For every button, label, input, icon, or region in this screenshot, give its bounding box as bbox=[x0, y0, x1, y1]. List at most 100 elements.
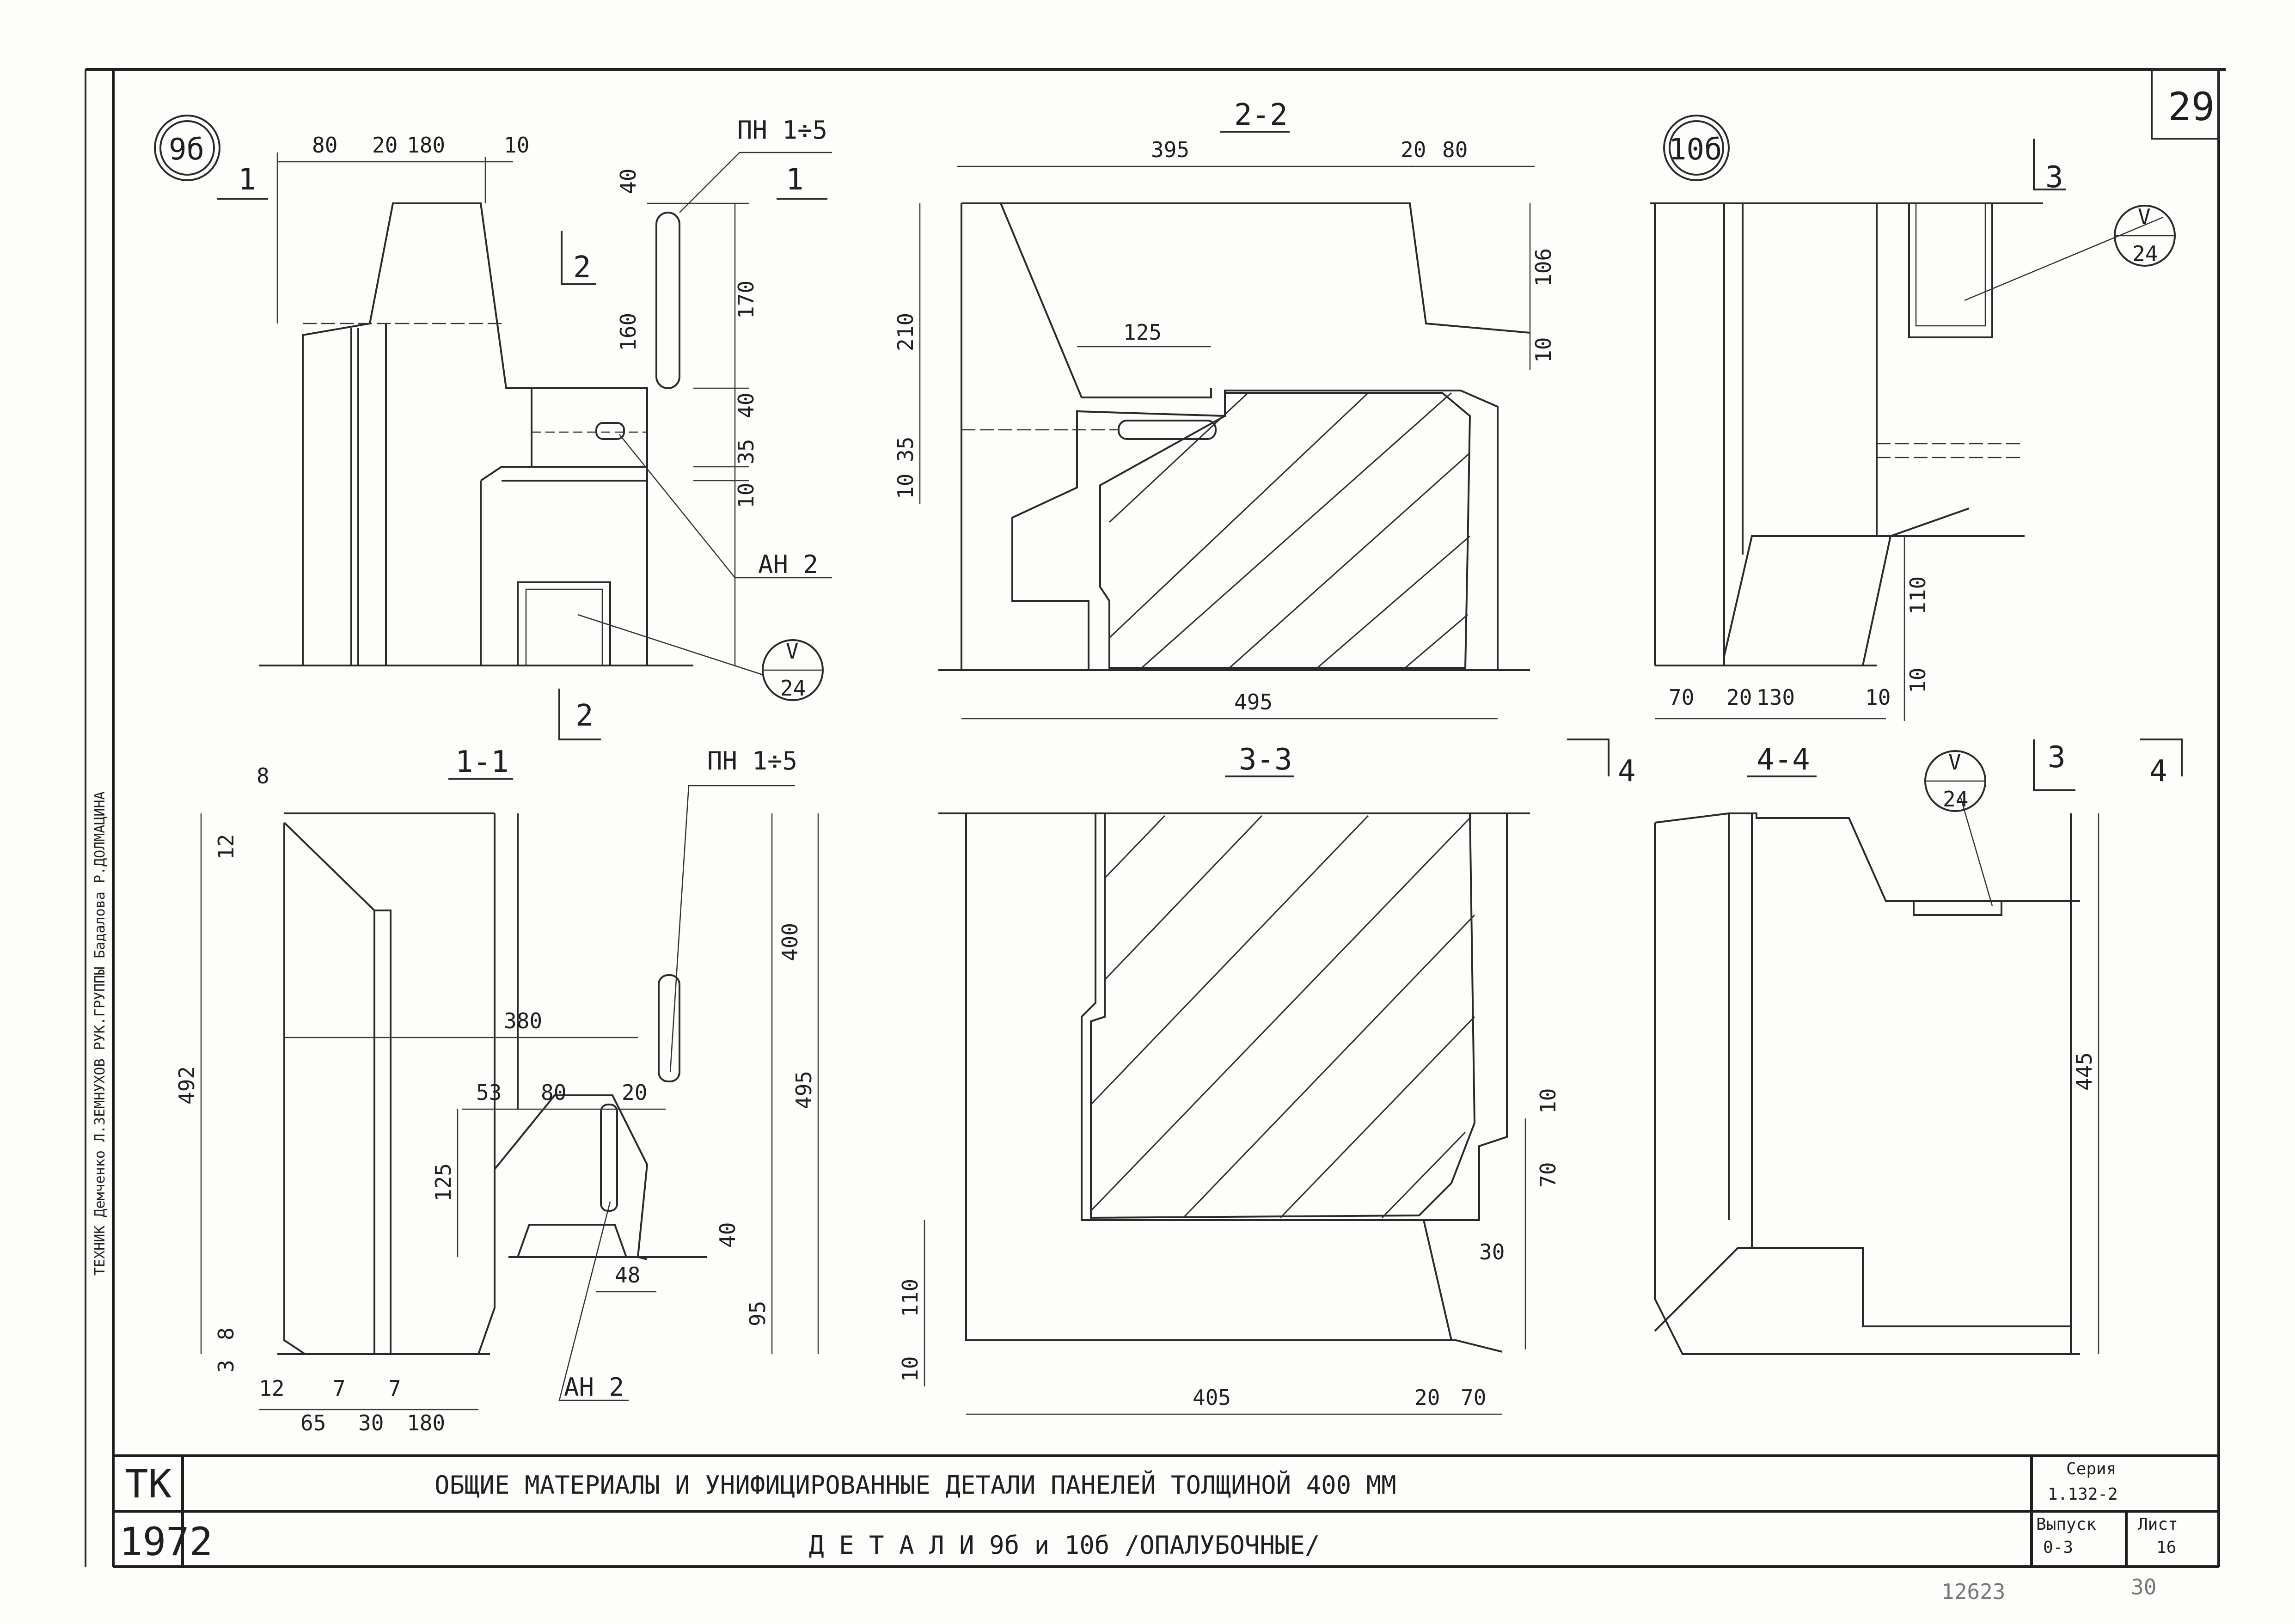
section-4-4: 4-4 445 V 24 3 4 bbox=[1654, 739, 2183, 1355]
section-4-4-title: 4-4 bbox=[1756, 743, 1810, 777]
dimension-label: 110 bbox=[898, 1279, 923, 1317]
dimension-label: 7 bbox=[388, 1376, 401, 1401]
reference-callout-text: V bbox=[786, 639, 799, 664]
detail-10b-elevation: 10б 70 20 130 10 110 10 3 V 24 bbox=[1650, 115, 2176, 721]
section-2-2: 2-2 395 20 80 210 35 10 125 106 bbox=[893, 98, 1556, 720]
dimension-label: 20 bbox=[622, 1080, 647, 1105]
dimension-label: 492 bbox=[174, 1066, 199, 1105]
dimension-label: 495 bbox=[1234, 690, 1273, 714]
section-cut-label: 2 bbox=[575, 699, 594, 733]
detail-9b-marker: 9б bbox=[169, 133, 204, 167]
section-cut-label: 1 bbox=[238, 163, 256, 197]
dimension-label: 495 bbox=[791, 1071, 816, 1109]
section-cut-label: 3 bbox=[2048, 740, 2066, 775]
section-3-3-title: 3-3 bbox=[1239, 743, 1292, 777]
pn-label-1-1: ПН 1÷5 bbox=[707, 746, 797, 775]
section-1-1: 1-1 492 8 12 8 3 380 53 80 20 125 400 49… bbox=[174, 745, 819, 1435]
dimension-label: 380 bbox=[504, 1008, 542, 1033]
dimension-label: 3 bbox=[214, 1360, 239, 1373]
dimension-label: 445 bbox=[2072, 1052, 2097, 1091]
dimension-label: 125 bbox=[431, 1163, 456, 1202]
reference-callout-text: V bbox=[1948, 750, 1961, 775]
detail-9b-elevation: 9б 80 20 180 10 40 160 170 40 35 bbox=[154, 115, 832, 740]
section-3-3: 3-3 10 70 30 110 10 405 20 70 4 bbox=[898, 739, 1636, 1415]
issue-number: 0-3 bbox=[2043, 1538, 2073, 1557]
dimension-label: 160 bbox=[616, 313, 641, 351]
dimension-label: 20 bbox=[1401, 137, 1426, 162]
dimension-label: 95 bbox=[745, 1301, 770, 1326]
pn-label-9b: ПН 1÷5 bbox=[737, 116, 827, 145]
section-cut-label: 1 bbox=[786, 163, 804, 197]
dimension-label: 400 bbox=[777, 923, 802, 961]
dimension-label: 40 bbox=[616, 169, 641, 194]
sheet-index: 16 bbox=[2156, 1538, 2176, 1557]
an-label-1-1: АН 2 bbox=[564, 1373, 624, 1402]
dimension-label: 180 bbox=[407, 133, 445, 158]
dimension-label: 53 bbox=[476, 1080, 502, 1105]
dimension-label: 395 bbox=[1151, 137, 1189, 162]
dimension-label: 170 bbox=[734, 281, 759, 319]
dimension-label: 30 bbox=[358, 1410, 384, 1435]
reference-callout-text: 24 bbox=[2132, 241, 2158, 266]
section-cut-label: 2 bbox=[573, 250, 591, 285]
dimension-label: 10 bbox=[1536, 1088, 1561, 1114]
dimension-label: 10 bbox=[898, 1356, 923, 1382]
sheet-frame bbox=[86, 68, 2226, 1568]
dimension-label: 80 bbox=[1442, 137, 1468, 162]
dimension-label: 110 bbox=[1905, 576, 1930, 615]
dimension-label: 48 bbox=[615, 1263, 640, 1288]
dimension-label: 10 bbox=[734, 483, 759, 508]
dimension-label: 20 bbox=[1414, 1385, 1440, 1410]
dimension-label: 10 bbox=[1531, 337, 1556, 363]
dimension-label: 35 bbox=[734, 439, 759, 464]
dimension-label: 10 bbox=[893, 474, 918, 499]
dimension-label: 70 bbox=[1461, 1385, 1486, 1410]
dimension-label: 65 bbox=[300, 1410, 326, 1435]
dimension-label: 10 bbox=[1905, 668, 1930, 693]
sheet-title-1: ОБЩИЕ МАТЕРИАЛЫ И УНИФИЦИРОВАННЫЕ ДЕТАЛИ… bbox=[435, 1471, 1396, 1500]
dimension-label: 35 bbox=[893, 437, 918, 462]
dimension-label: 10 bbox=[1865, 685, 1891, 710]
dimension-label: 40 bbox=[715, 1222, 740, 1248]
sheet-number: 29 bbox=[2168, 84, 2215, 129]
section-2-2-title: 2-2 bbox=[1234, 98, 1288, 132]
dimension-label: 106 bbox=[1531, 248, 1556, 287]
year: 1972 bbox=[119, 1519, 213, 1564]
dimension-label: 70 bbox=[1669, 685, 1694, 710]
detail-10b-marker: 10б bbox=[1669, 133, 1722, 167]
an-label-9b: АН 2 bbox=[758, 550, 818, 579]
section-cut-label: 4 bbox=[1618, 754, 1636, 788]
dimension-label: 10 bbox=[504, 133, 529, 158]
dimension-label: 20 bbox=[372, 133, 398, 158]
dimension-label: 125 bbox=[1123, 320, 1162, 345]
reference-callout-text: 24 bbox=[780, 676, 806, 701]
dimension-label: 12 bbox=[214, 834, 239, 860]
dimension-label: 40 bbox=[734, 393, 759, 418]
series-label: Серия bbox=[2066, 1459, 2116, 1478]
dimension-label: 80 bbox=[312, 133, 337, 158]
side-stamp-text: ТЕХНИК Демченко Л.ЗЕМНУХОВ РУК.ГРУППЫ Ба… bbox=[92, 791, 108, 1276]
dimension-label: 80 bbox=[541, 1080, 566, 1105]
archive-stamp-2: 30 bbox=[2131, 1575, 2156, 1600]
reference-callout-text: V bbox=[2138, 204, 2151, 229]
dimension-label: 20 bbox=[1726, 685, 1752, 710]
dimension-label: 12 bbox=[259, 1376, 284, 1401]
reference-callout-text: 24 bbox=[1943, 787, 1968, 812]
org-code: ТК bbox=[125, 1461, 172, 1507]
dimension-label: 8 bbox=[214, 1327, 239, 1340]
series-number: 1.132-2 bbox=[2048, 1485, 2118, 1504]
sheet-label: Лист bbox=[2138, 1515, 2178, 1534]
dimension-label: 210 bbox=[893, 313, 918, 351]
section-1-1-title: 1-1 bbox=[455, 745, 509, 779]
dimension-label: 30 bbox=[1479, 1239, 1505, 1264]
issue-label: Выпуск bbox=[2036, 1515, 2096, 1534]
dimension-label: 405 bbox=[1193, 1385, 1231, 1410]
archive-stamp: 12623 bbox=[1941, 1579, 2005, 1604]
section-cut-label: 3 bbox=[2045, 160, 2063, 195]
dimension-label: 130 bbox=[1756, 685, 1795, 710]
section-cut-label: 4 bbox=[2149, 754, 2167, 788]
side-stamp: ТЕХНИК Демченко Л.ЗЕМНУХОВ РУК.ГРУППЫ Ба… bbox=[85, 69, 108, 1567]
sheet-title-2: Д Е Т А Л И 9б и 10б /ОПАЛУБОЧНЫЕ/ bbox=[809, 1531, 1320, 1560]
